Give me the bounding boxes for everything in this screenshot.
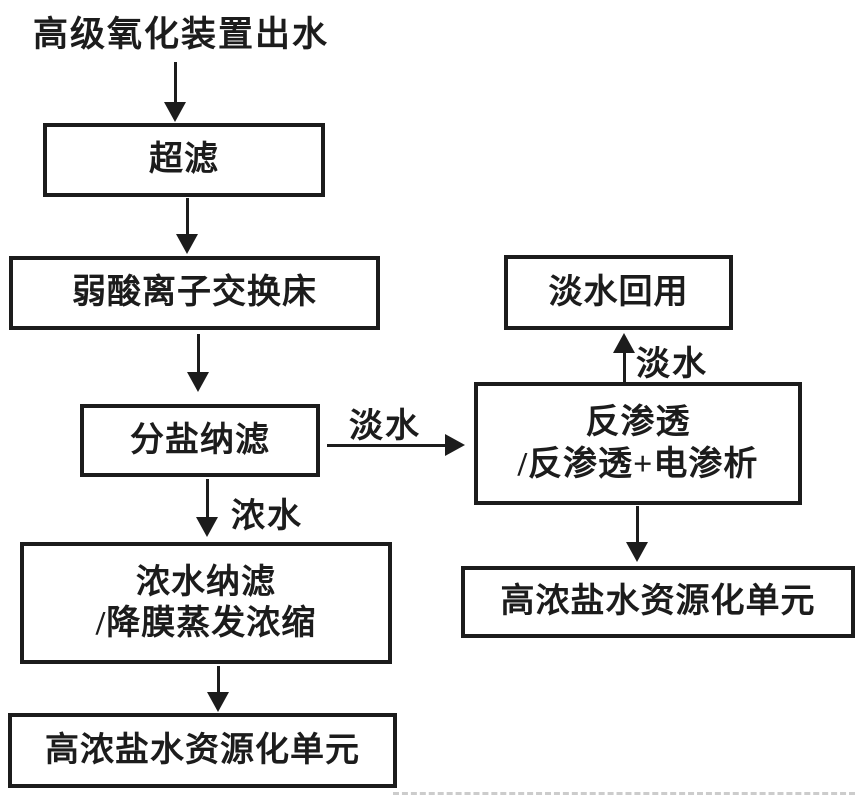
node-freshwater-reuse: 淡水回用 [504,255,733,330]
arrow-ion-exchange-to-nanofiltration [187,334,209,392]
bottom-dashed-line [393,792,855,795]
arrow-shaft [635,506,639,542]
node-reverse-osmosis-line1: 反渗透 [585,404,691,442]
node-brine-unit-left: 高浓盐水资源化单元 [8,713,397,788]
node-freshwater-reuse-label: 淡水回用 [548,273,689,311]
arrowhead-down-icon [207,692,229,712]
node-salt-nanofiltration-label: 分盐纳滤 [130,421,270,459]
arrowhead-down-icon [196,517,218,537]
flow-label-freshwater-to-reuse: 淡水 [636,346,708,383]
node-ion-exchange-label: 弱酸离子交换床 [72,274,317,312]
arrow-ultrafiltration-to-ion-exchange [176,198,198,254]
node-salt-nanofiltration: 分盐纳滤 [80,404,320,477]
flow-label-freshwater-to-ro: 淡水 [349,408,421,445]
node-concentrate-nanofiltration-line1: 浓水纳滤 [136,563,276,601]
arrowhead-down-icon [626,542,648,562]
arrow-ro-to-reuse [613,333,635,382]
arrow-concentrate-to-brine-left [207,666,229,712]
arrow-shaft [327,443,445,447]
arrow-nanofiltration-to-concentrate [196,479,218,537]
arrow-source-to-ultrafiltration [164,62,186,122]
arrow-nanofiltration-to-reverse-osmosis [327,434,465,456]
arrow-shaft [173,62,177,102]
arrow-shaft [205,479,209,517]
node-reverse-osmosis: 反渗透 /反渗透+电渗析 [474,382,802,505]
arrowhead-down-icon [187,372,209,392]
source-label: 高级氧化装置出水 [33,15,330,54]
arrowhead-down-icon [164,102,186,122]
node-ultrafiltration: 超滤 [43,123,325,197]
node-brine-unit-left-label: 高浓盐水资源化单元 [45,731,360,769]
flow-label-concentrate: 浓水 [231,498,303,535]
node-brine-unit-right: 高浓盐水资源化单元 [461,566,855,638]
arrowhead-down-icon [176,234,198,254]
node-ion-exchange: 弱酸离子交换床 [9,256,380,330]
arrow-ro-to-brine-right [626,506,648,562]
node-ultrafiltration-label: 超滤 [149,141,219,179]
node-concentrate-nanofiltration-line2: /降膜蒸发浓缩 [95,605,317,642]
node-concentrate-nanofiltration: 浓水纳滤 /降膜蒸发浓缩 [20,542,392,664]
node-reverse-osmosis-line2: /反渗透+电渗析 [517,445,759,483]
arrowhead-right-icon [445,434,465,456]
arrow-shaft [622,353,626,382]
node-brine-unit-right-label: 高浓盐水资源化单元 [500,583,816,621]
arrow-shaft [216,666,220,692]
arrow-shaft [196,334,200,372]
arrowhead-up-icon [613,333,635,353]
arrow-shaft [185,198,189,234]
